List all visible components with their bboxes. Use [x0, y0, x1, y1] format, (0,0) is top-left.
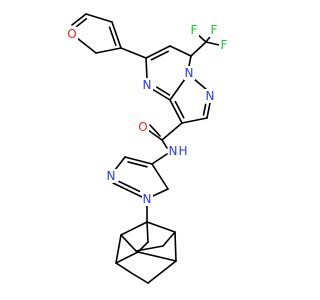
amide-c-o — [147, 129, 163, 141]
furan-oxygen-atom: O — [67, 27, 76, 41]
pyrazole-nitrogen-atom: N — [206, 89, 215, 103]
pyrazole-b-n1-c5 — [152, 188, 169, 197]
pyrimidine-c3a-n4-double — [155, 86, 171, 96]
furan-o-c6 — [76, 37, 97, 54]
bond-7 — [137, 251, 177, 262]
bond-4 — [174, 231, 177, 262]
pyrazole-c2-c3 — [181, 117, 208, 124]
pyrazole-b-n2-n1 — [112, 182, 143, 198]
cf3-f3 — [205, 41, 220, 46]
pyrimidine-n8-c3a — [169, 78, 186, 101]
furan-c4-c5-double — [75, 17, 88, 28]
pyrazole-b-c4-c3-double — [127, 161, 148, 168]
pyrazole-n1-c2 — [206, 102, 211, 119]
bond-6 — [115, 251, 139, 264]
pyrazole-n1-c2-double — [202, 103, 207, 116]
furan-link — [120, 47, 147, 59]
pyrazole-c3-c3a-double — [174, 100, 185, 119]
amide-c-o-double — [149, 124, 161, 137]
bond-2 — [146, 221, 149, 243]
pyrimidine-n4-c5 — [145, 57, 148, 79]
pyrazole-b-n2-n1-double — [118, 180, 141, 193]
pyrazole-n8-n1 — [193, 78, 208, 91]
atom-label-layer: F F F O N N N O N H N N — [67, 23, 229, 206]
pyrazole-nitrogen-atom-lower: N — [143, 192, 152, 206]
amide-c-n — [161, 139, 168, 149]
bond-8 — [115, 262, 134, 275]
fluorine-atom-3: F — [221, 38, 228, 52]
bond-0 — [120, 221, 148, 236]
furan-c6-c2 — [95, 47, 122, 54]
pyrimidine-c3a-n4 — [151, 88, 171, 101]
amide-nitrogen-atom: N — [169, 144, 178, 158]
amide-hydrogen-atom: H — [178, 144, 187, 158]
bond-9 — [161, 260, 177, 273]
pyrimidine-c6-c7 — [169, 45, 192, 57]
molecule-diagram: F F F O N N N O N H N N — [67, 13, 229, 284]
bond-3 — [115, 234, 122, 264]
bond-1 — [146, 221, 176, 233]
bond-14 — [162, 231, 176, 247]
pyrazole-nitrogen-atom-upper: N — [107, 169, 116, 183]
pyrazole-c3-c3a — [169, 99, 183, 124]
pyrazole-b-c4-c3 — [124, 156, 153, 165]
amide-c3-c — [161, 122, 183, 141]
pyrimidine-c7-n8 — [188, 55, 192, 67]
pyrimidine-c5-c6 — [145, 45, 171, 59]
cf3-bond — [190, 41, 207, 57]
bond-10 — [132, 273, 149, 284]
bond-11 — [147, 271, 163, 284]
pyrimidine-c5-c6-double — [150, 50, 169, 61]
furan-c3-c4 — [85, 13, 113, 23]
furan-c2-c3-double — [108, 26, 117, 47]
furan-c4-c5 — [71, 13, 87, 26]
bond-13 — [135, 245, 164, 252]
carbonyl-oxygen-atom: O — [138, 120, 147, 134]
bridgehead-nitrogen-atom: N — [185, 66, 194, 80]
fluorine-atom-2: F — [211, 23, 218, 37]
bond-layer — [71, 13, 220, 284]
amide-n-pyrazole — [151, 153, 168, 165]
pyrazole-b-c3-n2 — [114, 156, 126, 171]
fluorine-atom-1: F — [191, 23, 198, 37]
bond-12 — [120, 234, 137, 252]
furan-c2-c3 — [111, 21, 122, 49]
pyrimidine-nitrogen-atom: N — [143, 78, 152, 92]
pyrazole-b-c5-c4 — [151, 163, 169, 190]
